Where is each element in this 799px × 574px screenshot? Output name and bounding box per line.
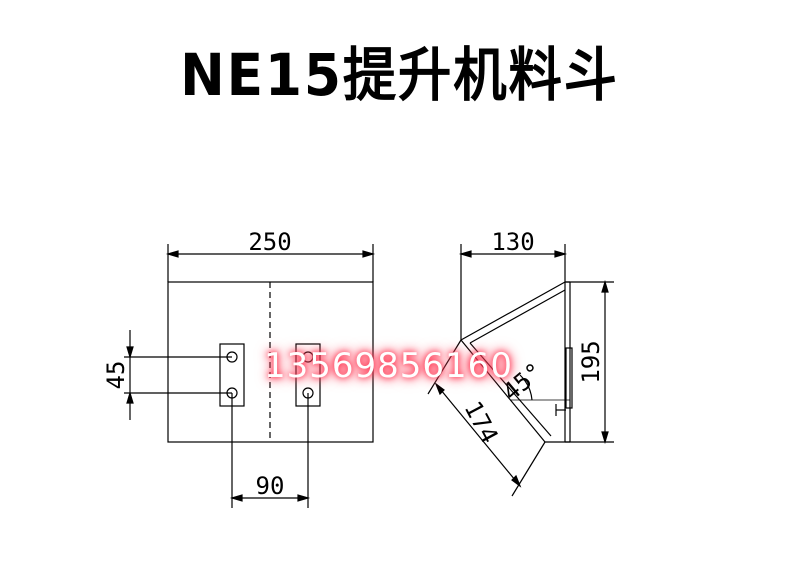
dimension-250 bbox=[165, 244, 376, 282]
dim-label-174: 174 bbox=[459, 397, 504, 448]
dim-label-90: 90 bbox=[256, 472, 285, 500]
dimension-45 bbox=[124, 330, 232, 420]
dim-label-130: 130 bbox=[491, 228, 534, 256]
angle-45-arc bbox=[510, 374, 570, 401]
dim-label-45: 45 bbox=[102, 361, 130, 390]
right-upper-hole bbox=[302, 351, 314, 363]
side-view-outline bbox=[460, 281, 573, 443]
drawing-title: NE15提升机料斗 bbox=[180, 41, 619, 109]
dimension-130 bbox=[458, 244, 568, 340]
phone-watermark: 13569856160 bbox=[264, 346, 513, 386]
dimension-174 bbox=[427, 339, 546, 497]
dimension-195 bbox=[565, 279, 614, 445]
dim-label-250: 250 bbox=[248, 228, 291, 256]
dim-label-195: 195 bbox=[577, 340, 605, 383]
dimension-90 bbox=[229, 393, 311, 508]
